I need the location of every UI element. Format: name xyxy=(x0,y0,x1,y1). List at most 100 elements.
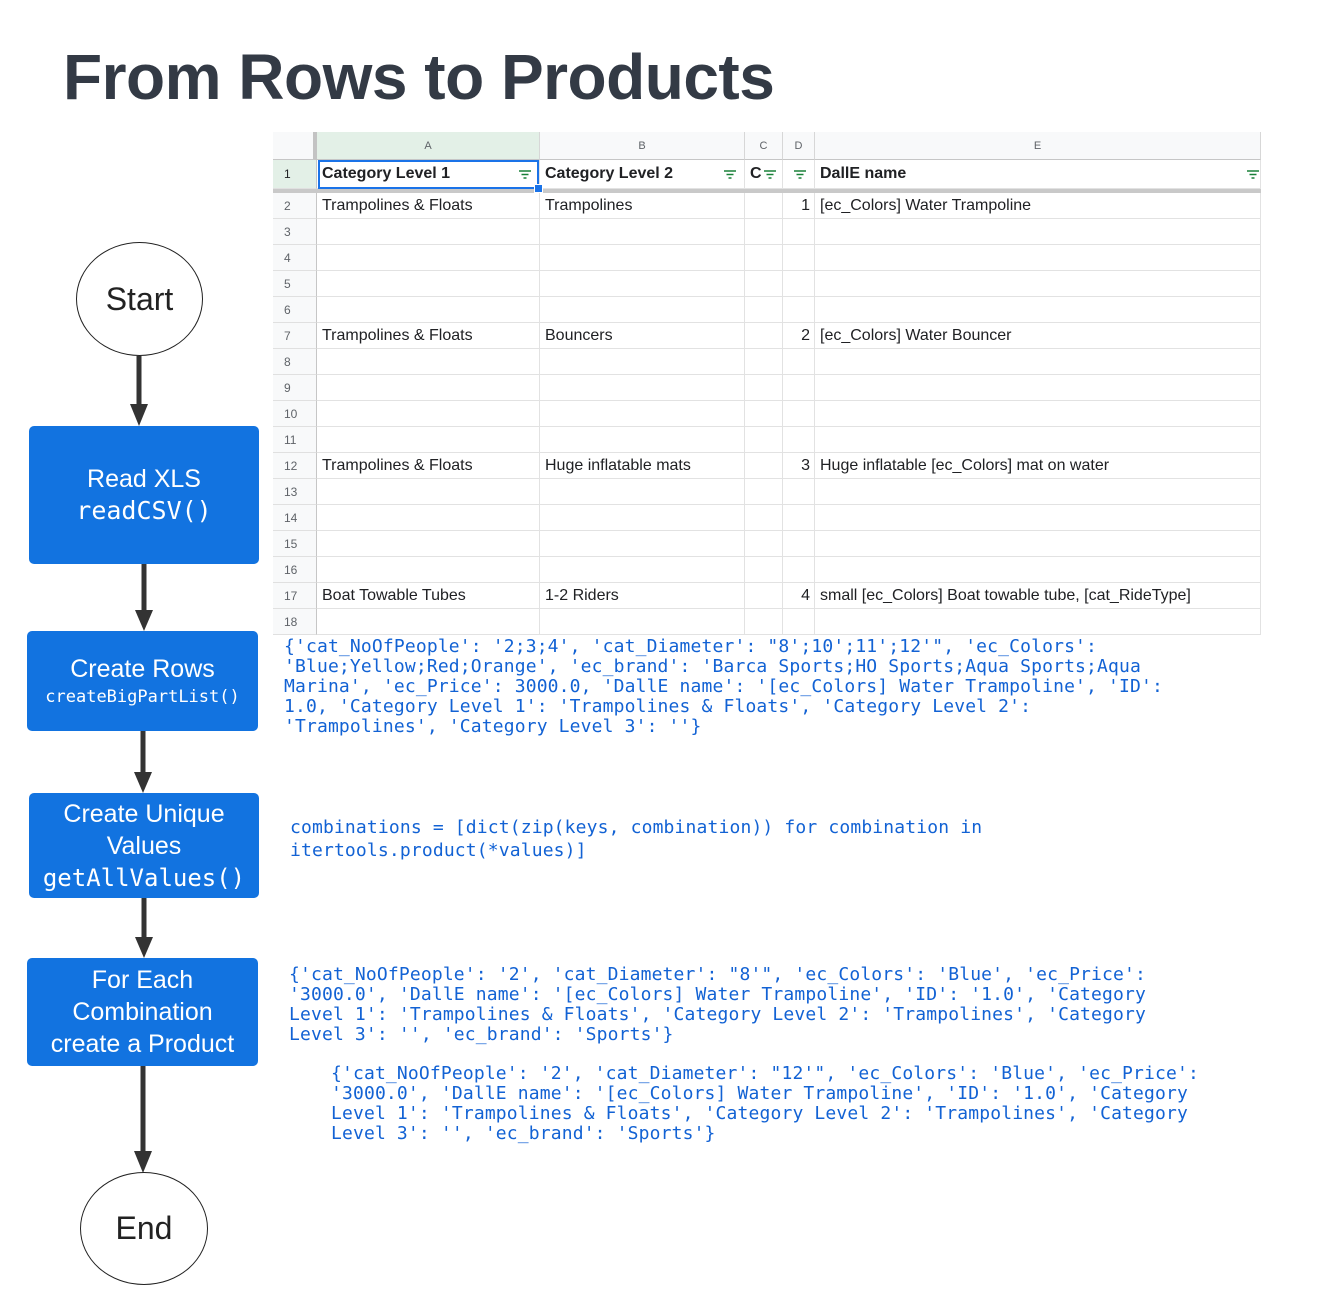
cell-b[interactable]: 1-2 Riders xyxy=(540,583,745,609)
filter-icon[interactable] xyxy=(723,167,737,181)
cell-d[interactable] xyxy=(783,401,815,427)
cell-e[interactable] xyxy=(815,375,1261,401)
cell-d[interactable] xyxy=(783,531,815,557)
cell-c[interactable] xyxy=(745,479,783,505)
header-category-level-2[interactable]: Category Level 2 xyxy=(540,160,745,189)
cell-a[interactable] xyxy=(317,557,540,583)
cell-b[interactable] xyxy=(540,271,745,297)
row-number[interactable]: 4 xyxy=(273,245,317,271)
cell-d[interactable] xyxy=(783,427,815,453)
fill-handle[interactable] xyxy=(534,184,543,193)
cell-c[interactable] xyxy=(745,609,783,635)
row-number[interactable]: 6 xyxy=(273,297,317,323)
cell-b[interactable] xyxy=(540,245,745,271)
row-number[interactable]: 10 xyxy=(273,401,317,427)
cell-c[interactable] xyxy=(745,505,783,531)
cell-a[interactable]: Trampolines & Floats xyxy=(317,193,540,219)
cell-c[interactable] xyxy=(745,193,783,219)
cell-b[interactable] xyxy=(540,557,745,583)
cell-e[interactable]: small [ec_Colors] Boat towable tube, [ca… xyxy=(815,583,1261,609)
column-header-e[interactable]: E xyxy=(815,132,1261,160)
cell-d[interactable] xyxy=(783,505,815,531)
cell-e[interactable] xyxy=(815,245,1261,271)
filter-icon[interactable] xyxy=(763,167,777,181)
cell-a[interactable] xyxy=(317,427,540,453)
cell-d[interactable] xyxy=(783,219,815,245)
cell-d[interactable]: 3 xyxy=(783,453,815,479)
cell-e[interactable] xyxy=(815,557,1261,583)
cell-c[interactable] xyxy=(745,583,783,609)
cell-c[interactable] xyxy=(745,453,783,479)
cell-e[interactable] xyxy=(815,427,1261,453)
cell-e[interactable] xyxy=(815,531,1261,557)
cell-b[interactable]: Trampolines xyxy=(540,193,745,219)
row-number[interactable]: 13 xyxy=(273,479,317,505)
cell-d[interactable]: 4 xyxy=(783,583,815,609)
cell-b[interactable] xyxy=(540,479,745,505)
cell-c[interactable] xyxy=(745,271,783,297)
row-number[interactable]: 15 xyxy=(273,531,317,557)
cell-b[interactable] xyxy=(540,349,745,375)
cell-a[interactable] xyxy=(317,505,540,531)
cell-e[interactable]: [ec_Colors] Water Trampoline xyxy=(815,193,1261,219)
cell-e[interactable] xyxy=(815,505,1261,531)
cell-b[interactable] xyxy=(540,375,745,401)
cell-e[interactable] xyxy=(815,219,1261,245)
cell-a[interactable] xyxy=(317,219,540,245)
cell-d[interactable] xyxy=(783,609,815,635)
column-header-d[interactable]: D xyxy=(783,132,815,160)
cell-d[interactable] xyxy=(783,479,815,505)
cell-c[interactable] xyxy=(745,531,783,557)
cell-d[interactable]: 1 xyxy=(783,193,815,219)
row-number[interactable]: 5 xyxy=(273,271,317,297)
cell-d[interactable]: 2 xyxy=(783,323,815,349)
filter-icon[interactable] xyxy=(793,167,807,181)
row-number[interactable]: 9 xyxy=(273,375,317,401)
cell-d[interactable] xyxy=(783,245,815,271)
filter-icon[interactable] xyxy=(518,167,532,181)
cell-e[interactable] xyxy=(815,401,1261,427)
row-number[interactable]: 11 xyxy=(273,427,317,453)
row-number[interactable]: 18 xyxy=(273,609,317,635)
cell-e[interactable] xyxy=(815,349,1261,375)
cell-c[interactable] xyxy=(745,245,783,271)
cell-b[interactable] xyxy=(540,505,745,531)
cell-d[interactable] xyxy=(783,349,815,375)
row-number[interactable]: 14 xyxy=(273,505,317,531)
cell-a[interactable]: Trampolines & Floats xyxy=(317,323,540,349)
header-d[interactable] xyxy=(783,160,815,189)
row-number[interactable]: 7 xyxy=(273,323,317,349)
cell-a[interactable]: Trampolines & Floats xyxy=(317,453,540,479)
cell-e[interactable] xyxy=(815,271,1261,297)
cell-d[interactable] xyxy=(783,375,815,401)
cell-e[interactable]: [ec_Colors] Water Bouncer xyxy=(815,323,1261,349)
cell-c[interactable] xyxy=(745,557,783,583)
cell-b[interactable] xyxy=(540,219,745,245)
row-number[interactable]: 3 xyxy=(273,219,317,245)
cell-a[interactable] xyxy=(317,401,540,427)
row-number[interactable]: 12 xyxy=(273,453,317,479)
cell-a[interactable] xyxy=(317,271,540,297)
cell-b[interactable] xyxy=(540,427,745,453)
cell-a[interactable] xyxy=(317,531,540,557)
cell-a[interactable] xyxy=(317,375,540,401)
cell-d[interactable] xyxy=(783,297,815,323)
column-header-b[interactable]: B xyxy=(540,132,745,160)
row-number[interactable]: 16 xyxy=(273,557,317,583)
column-header-a[interactable]: A xyxy=(317,132,540,160)
cell-b[interactable] xyxy=(540,531,745,557)
row-number[interactable]: 2 xyxy=(273,193,317,219)
cell-c[interactable] xyxy=(745,323,783,349)
row-number[interactable]: 8 xyxy=(273,349,317,375)
cell-c[interactable] xyxy=(745,349,783,375)
cell-a[interactable] xyxy=(317,245,540,271)
header-c[interactable]: C xyxy=(745,160,783,189)
cell-e[interactable] xyxy=(815,297,1261,323)
cell-e[interactable]: Huge inflatable [ec_Colors] mat on water xyxy=(815,453,1261,479)
row-number[interactable]: 1 xyxy=(273,160,317,189)
filter-icon[interactable] xyxy=(1246,167,1260,181)
row-number[interactable]: 17 xyxy=(273,583,317,609)
cell-b[interactable]: Bouncers xyxy=(540,323,745,349)
cell-d[interactable] xyxy=(783,557,815,583)
cell-a[interactable] xyxy=(317,479,540,505)
